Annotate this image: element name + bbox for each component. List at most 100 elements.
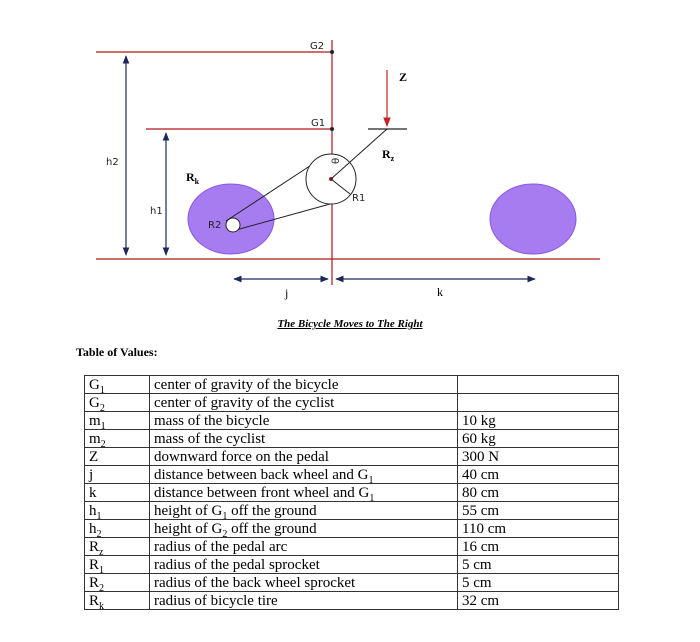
symbol-cell: m2 [84, 429, 150, 450]
description-cell: distance between back wheel and G1 [149, 465, 458, 485]
symbol-subscript: 2 [99, 582, 105, 594]
k-label: k [437, 285, 443, 299]
symbol-cell: R1 [84, 555, 150, 576]
description-text: mass of the bicycle [154, 412, 270, 429]
r1-label: R1 [352, 193, 365, 204]
g1-label: G1 [311, 118, 325, 129]
h2-label: h2 [106, 157, 119, 168]
table-heading: Table of Values: [76, 345, 158, 359]
description-text: height of G [154, 502, 223, 519]
value-cell: 5 cm [457, 573, 619, 592]
h1-label: h1 [150, 206, 163, 217]
symbol-subscript: 1 [99, 384, 105, 396]
symbol-cell: Rk [84, 591, 150, 612]
symbol-cell: Rz [84, 537, 150, 558]
description-text: center of gravity of the cyclist [154, 394, 335, 411]
symbol-subscript: k [99, 600, 105, 612]
bicycle-diagram: G2 G1 h2 h1 R2 R1 θ Z Rz Rk j k [96, 40, 600, 300]
value-cell: 300 N [457, 447, 619, 466]
symbol-text: R [89, 592, 100, 609]
symbol-text: h [89, 520, 97, 537]
symbol-subscript: z [99, 546, 104, 558]
symbol-subscript: 1 [100, 420, 106, 432]
value-cell: 5 cm [457, 555, 619, 574]
value-cell: 40 cm [457, 465, 619, 484]
description-subscript: 2 [222, 528, 228, 540]
rk-label: Rk [186, 170, 200, 186]
symbol-cell: h1 [84, 501, 150, 522]
description-text: distance between front wheel and G [154, 484, 370, 501]
pedal-crank [330, 128, 388, 180]
description-text-suffix: off the ground [227, 520, 317, 537]
g2-point [330, 50, 334, 54]
symbol-text: m [89, 412, 101, 429]
symbol-cell: h2 [84, 519, 150, 539]
description-subscript: 1 [369, 492, 375, 504]
description-text: height of G [154, 520, 223, 537]
rz-label: Rz [382, 147, 395, 163]
value-cell [457, 375, 619, 394]
value-cell: 110 cm [457, 519, 619, 538]
description-cell: center of gravity of the cyclist [149, 393, 458, 412]
description-text-suffix: off the ground [227, 502, 317, 519]
g1-point [330, 127, 334, 131]
description-text: distance between back wheel and G [154, 466, 369, 483]
value-cell: 55 cm [457, 501, 619, 520]
description-text: radius of the pedal arc [154, 538, 288, 555]
symbol-cell: R2 [84, 573, 150, 594]
back-sprocket [225, 217, 241, 233]
description-text: downward force on the pedal [154, 448, 329, 465]
symbol-cell: m1 [84, 411, 150, 432]
symbol-subscript: 2 [100, 438, 106, 450]
description-text: radius of the pedal sprocket [154, 556, 320, 573]
symbol-text: h [89, 502, 97, 519]
value-cell: 60 kg [457, 429, 619, 448]
symbol-text: G [89, 376, 100, 393]
value-cell: 32 cm [457, 591, 619, 610]
description-text: radius of the back wheel sprocket [154, 574, 356, 591]
description-text: center of gravity of the bicycle [154, 376, 339, 393]
description-cell: mass of the cyclist [149, 429, 458, 448]
description-cell: radius of the pedal arc [149, 537, 458, 556]
symbol-text: R [89, 574, 100, 591]
value-cell: 16 cm [457, 537, 619, 556]
symbol-text: j [89, 466, 94, 483]
symbol-cell: G2 [84, 393, 150, 414]
description-cell: height of G2 off the ground [149, 519, 458, 540]
description-cell: radius of the pedal sprocket [149, 555, 458, 574]
symbol-text: R [89, 556, 100, 573]
symbol-subscript: 2 [99, 402, 105, 414]
symbol-subscript: 1 [96, 510, 102, 522]
diagram-caption: The Bicycle Moves to The Right [277, 318, 423, 330]
symbol-text: G [89, 394, 100, 411]
symbol-subscript: 1 [99, 564, 105, 576]
description-cell: radius of bicycle tire [149, 591, 458, 610]
description-text: radius of bicycle tire [154, 592, 278, 609]
value-cell: 80 cm [457, 483, 619, 502]
symbol-cell: Z [84, 447, 150, 466]
symbol-cell: k [84, 483, 150, 502]
description-cell: mass of the bicycle [149, 411, 458, 430]
description-cell: height of G1 off the ground [149, 501, 458, 522]
description-text: mass of the cyclist [154, 430, 266, 447]
symbol-cell: G1 [84, 375, 150, 396]
symbol-text: m [89, 430, 101, 447]
description-subscript: 1 [222, 510, 228, 522]
symbol-text: Z [89, 448, 99, 465]
g2-label: G2 [310, 41, 324, 52]
description-cell: downward force on the pedal [149, 447, 458, 466]
chain-upper [225, 157, 323, 222]
